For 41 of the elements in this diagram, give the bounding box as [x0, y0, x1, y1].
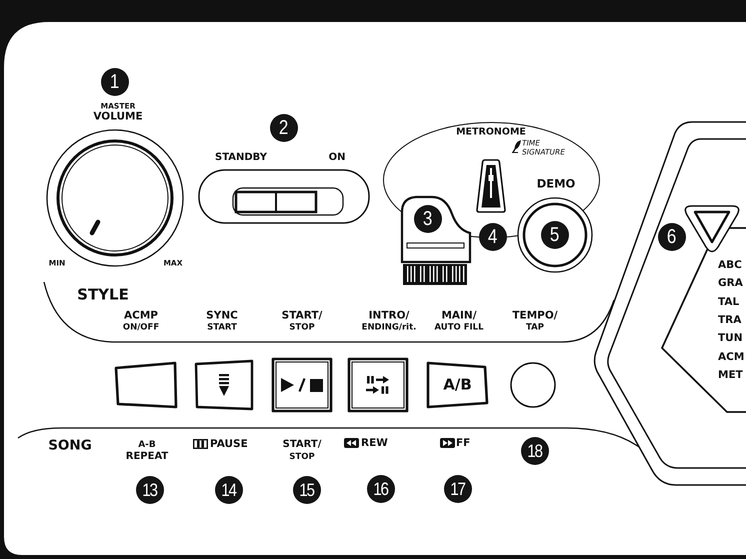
display-screen	[660, 226, 746, 414]
push-button	[195, 360, 253, 410]
callout-number: 15	[293, 476, 321, 504]
button-label: SYNC START	[206, 310, 238, 334]
display-text: TUN	[718, 332, 742, 344]
callout-number: 6	[658, 223, 686, 251]
section-label: METRONOME	[456, 127, 526, 137]
section-label: STYLE	[77, 288, 129, 302]
round-button	[510, 362, 556, 408]
button-label: TEMPO/ TAP	[512, 310, 558, 334]
button-label: DEMO	[536, 178, 576, 190]
button-label: MAIN/ AUTO FILL	[434, 310, 484, 334]
callout-number: 2	[270, 114, 298, 142]
display-text: GRA	[718, 278, 743, 288]
callout-number: 16	[367, 475, 395, 503]
button-label: ACMP ON/OFF	[122, 310, 160, 334]
display-text: TRA	[718, 314, 742, 326]
callout-number: 14	[215, 476, 243, 504]
button-label: START/ STOP	[282, 310, 322, 334]
switch-label: STANDBY	[215, 153, 267, 163]
section-label: SONG	[48, 439, 92, 453]
push-button: A/B	[427, 362, 488, 408]
push-button	[115, 362, 177, 408]
button-label: START/ STOP	[282, 439, 322, 463]
push-button	[348, 358, 408, 412]
button-label: REW	[361, 438, 388, 448]
callout-number: 18	[521, 437, 549, 465]
callout-number: 4	[479, 223, 507, 251]
display-text: TAL	[718, 296, 740, 308]
switch-label: ON	[328, 153, 346, 163]
callout-number: 1	[101, 68, 129, 96]
callout-number: 13	[136, 476, 164, 504]
button-label: INTRO/ ENDING/rit.	[362, 310, 416, 334]
button-label: FF	[456, 438, 470, 448]
callout-number: 17	[444, 475, 472, 503]
display-text: ABC	[718, 260, 742, 270]
button-label: A-B REPEAT	[126, 439, 168, 463]
push-button	[272, 358, 332, 412]
display-text: MET	[718, 370, 743, 380]
button-label: PAUSE	[210, 438, 248, 450]
display-text: ACM	[718, 352, 744, 362]
